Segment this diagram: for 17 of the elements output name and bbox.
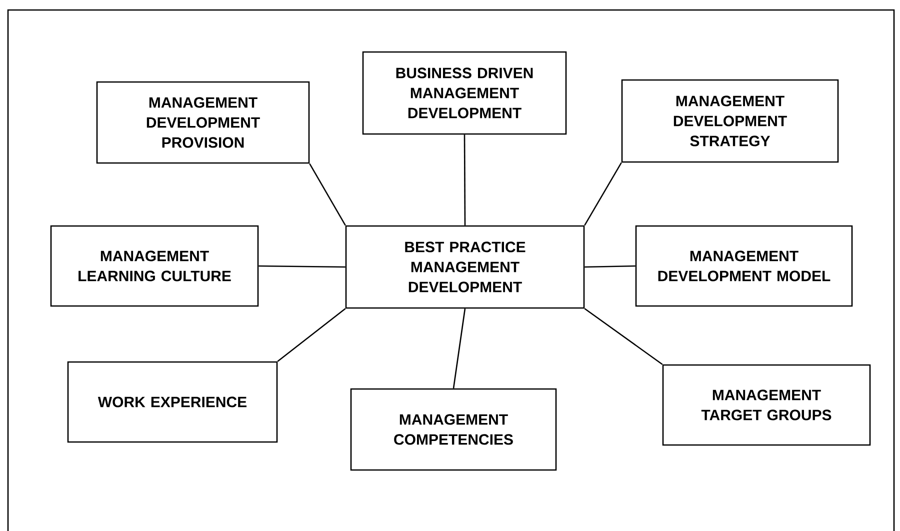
connector-line <box>584 265 636 268</box>
concept-box: MANAGEMENT DEVELOPMENT MODEL <box>635 225 853 307</box>
concept-box: BUSINESS DRIVEN MANAGEMENT DEVELOPMENT <box>362 51 567 135</box>
connector-line <box>452 308 466 388</box>
concept-box: MANAGEMENT COMPETENCIES <box>350 388 557 471</box>
concept-box: WORK EXPERIENCE <box>67 361 278 443</box>
connector-line <box>258 265 346 268</box>
concept-box: MANAGEMENT DEVELOPMENT PROVISION <box>96 81 310 164</box>
connector-line <box>584 308 663 365</box>
connector-line <box>464 134 466 226</box>
connector-line <box>584 162 622 226</box>
concept-box: BEST PRACTICE MANAGEMENT DEVELOPMENT <box>345 225 585 309</box>
concept-box: MANAGEMENT LEARNING CULTURE <box>50 225 259 307</box>
connector-line <box>309 163 346 226</box>
concept-box: MANAGEMENT TARGET GROUPS <box>662 364 871 446</box>
concept-box: MANAGEMENT DEVELOPMENT STRATEGY <box>621 79 839 163</box>
connector-line <box>277 308 346 362</box>
